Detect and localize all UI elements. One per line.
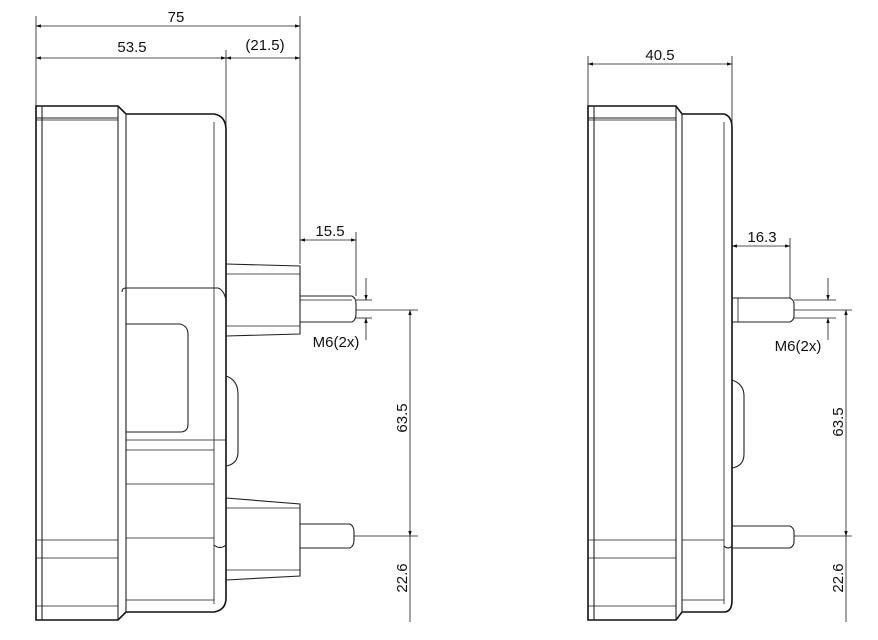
front-upper-stud <box>732 297 795 323</box>
front-housing <box>587 105 745 621</box>
dim-53-5-label: 53.5 <box>117 39 146 56</box>
dim-front-m6-label: M6(2x) <box>775 338 822 355</box>
dim-stud-length: 15.5 <box>299 223 357 296</box>
side-view: 75 53.5 (21.5) 15.5 M6(2x) <box>35 9 418 622</box>
dim-22-6-label: 22.6 <box>394 563 411 592</box>
dim-40-5-label: 40.5 <box>645 47 674 64</box>
dim-63-5-label: 63.5 <box>394 403 411 432</box>
dim-front-63-5-label: 63.5 <box>830 407 847 436</box>
side-bracket <box>121 287 239 485</box>
dim-75-label: 75 <box>168 9 185 26</box>
side-lower-stud <box>225 497 355 581</box>
dim-front-22-6-label: 22.6 <box>830 563 847 592</box>
dim-21-5-label: (21.5) <box>245 37 284 54</box>
dim-15-5-label: 15.5 <box>315 223 344 240</box>
dim-hole-spacing: 63.5 22.6 <box>354 309 418 622</box>
dim-body-width: 53.5 (21.5) <box>35 37 301 128</box>
dim-thread: M6(2x) <box>313 278 372 351</box>
front-lower-stud <box>732 525 795 549</box>
side-upper-stud <box>225 263 357 337</box>
dim-m6-label: M6(2x) <box>313 334 360 351</box>
side-housing <box>35 105 227 621</box>
dim-front-width: 40.5 <box>587 47 733 124</box>
dim-16-3-label: 16.3 <box>747 229 776 246</box>
dim-front-hole-spacing: 63.5 22.6 <box>794 309 852 622</box>
dim-front-thread: M6(2x) <box>775 278 836 355</box>
front-view: 40.5 16.3 M6(2x) 63.5 22.6 <box>587 47 852 622</box>
dim-front-stud-length: 16.3 <box>731 229 791 298</box>
